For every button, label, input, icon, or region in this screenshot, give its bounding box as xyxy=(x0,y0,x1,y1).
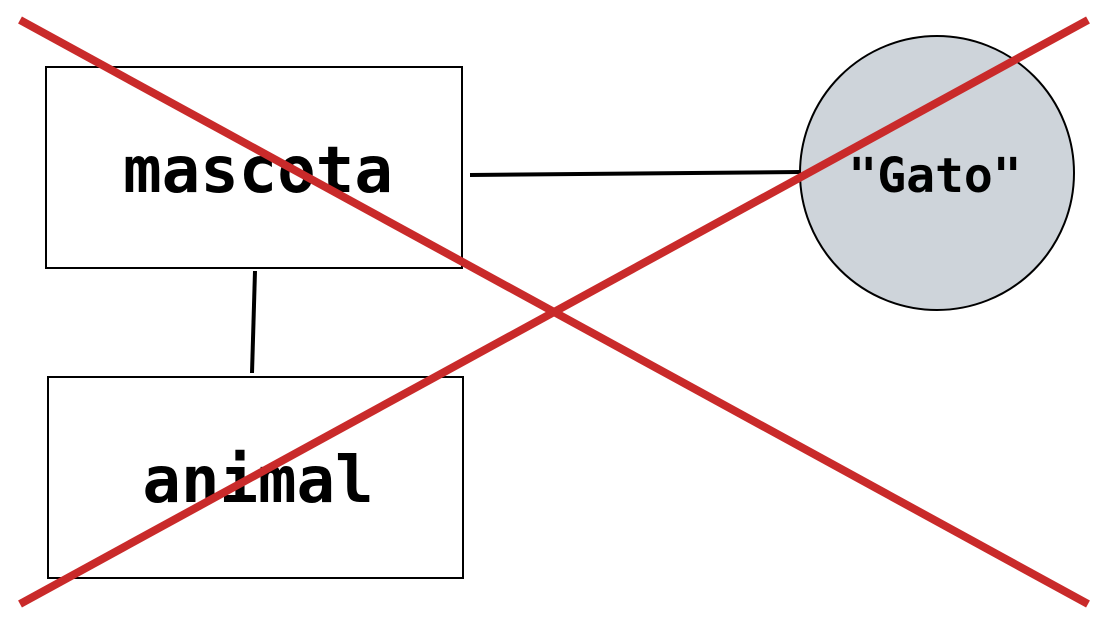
animal-label: animal xyxy=(142,444,373,518)
animal-box xyxy=(47,376,464,579)
mascota-gato-connector xyxy=(469,170,801,177)
gato-label: "Gato" xyxy=(848,148,1021,204)
cross-line-2 xyxy=(18,16,1090,608)
mascota-label: mascota xyxy=(123,134,393,208)
mascota-box xyxy=(45,66,463,269)
mascota-animal-connector xyxy=(250,270,257,374)
